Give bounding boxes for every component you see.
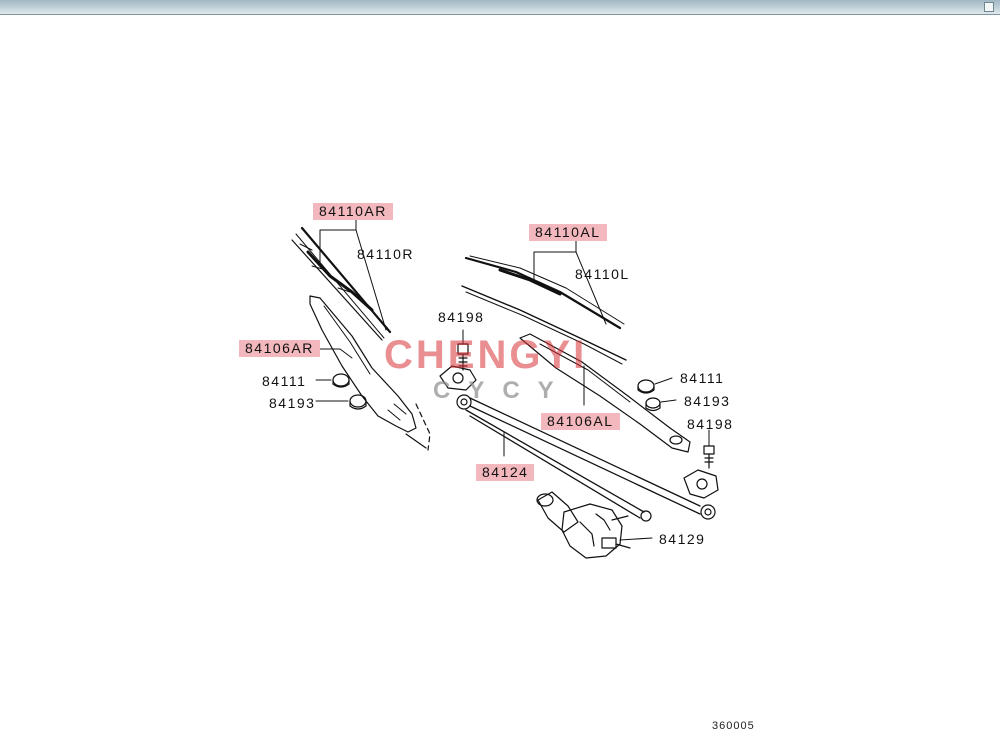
right-pivot: [683, 469, 719, 520]
right-bolt-84198: [703, 445, 715, 469]
part-label-84106AR: 84106AR: [239, 340, 320, 357]
wiper-linkage: [465, 397, 701, 522]
left-cap-84193: [349, 394, 367, 410]
leader-lines: [315, 219, 710, 541]
part-label-84110R: 84110R: [357, 246, 415, 262]
part-label-84129: 84129: [659, 531, 706, 547]
left-pivot: [439, 365, 477, 410]
part-label-84198-right: 84198: [687, 416, 734, 432]
right-cap-84193: [645, 397, 661, 412]
part-label-84106AL: 84106AL: [541, 413, 620, 430]
right-nut-84111: [637, 379, 655, 394]
watermark-main: CHENGYI: [384, 333, 588, 377]
watermark-sub: CYCY: [433, 377, 572, 404]
part-label-84193-left: 84193: [269, 395, 316, 411]
wiper-motor: [536, 491, 631, 559]
part-label-84111-left: 84111: [262, 373, 307, 389]
part-label-84124: 84124: [476, 464, 535, 481]
right-arm-short-line: [405, 433, 427, 449]
right-wiper-arm: [309, 295, 417, 433]
part-label-84110AL: 84110AL: [529, 224, 607, 241]
left-wiper-arm: [519, 333, 691, 453]
part-label-84110AR: 84110AR: [313, 203, 393, 220]
window-corner-control: [984, 2, 994, 12]
part-label-84193-right: 84193: [684, 393, 731, 409]
window-title-bar: [0, 0, 1000, 15]
part-label-84111-right: 84111: [680, 370, 725, 386]
left-wiper-blade: [461, 255, 627, 365]
left-nut-84111: [332, 373, 350, 388]
part-label-84110L: 84110L: [575, 266, 630, 282]
part-label-84198-top: 84198: [438, 309, 485, 325]
right-wiper-blade: [291, 226, 392, 341]
diagram-code: 360005: [712, 720, 755, 732]
right-arm-dashed-line: [415, 403, 431, 451]
